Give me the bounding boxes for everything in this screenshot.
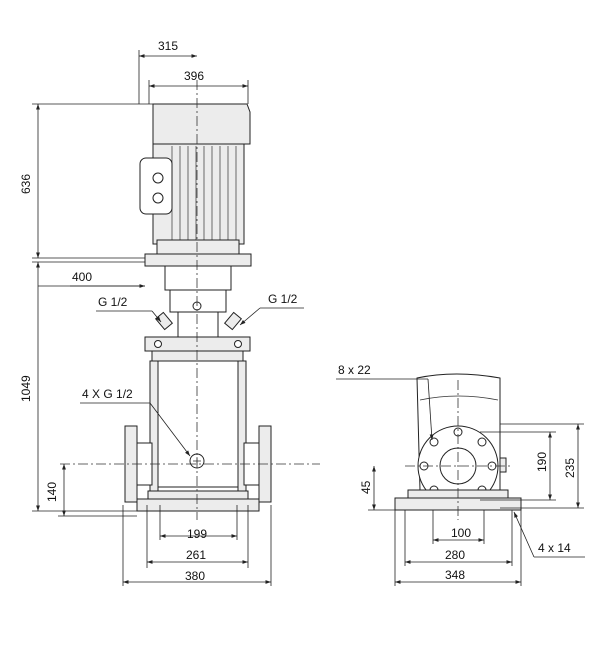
dim-190: 190 (535, 452, 549, 472)
callout-4x14: 4 x 14 (538, 541, 571, 555)
dim-100: 100 (451, 526, 471, 540)
dim-261: 261 (186, 548, 206, 562)
callout-g12-right: G 1/2 (268, 292, 298, 306)
callout-4xg12: 4 X G 1/2 (82, 387, 133, 401)
callout-g12-left: G 1/2 (98, 295, 128, 309)
dim-1049: 1049 (19, 375, 33, 402)
dim-280: 280 (445, 548, 465, 562)
dimensions-front: 315 396 636 400 1049 140 199 261 (19, 39, 272, 586)
dim-140: 140 (45, 482, 59, 502)
dim-636: 636 (19, 174, 33, 194)
front-view (124, 103, 272, 512)
dimensions-side: 45 100 280 348 190 235 (359, 423, 584, 586)
motor (139, 103, 252, 267)
side-view (394, 373, 522, 511)
dim-199: 199 (187, 527, 207, 541)
dim-396: 396 (184, 69, 204, 83)
dim-400: 400 (72, 270, 92, 284)
callouts-side: 8 x 22 4 x 14 (336, 363, 585, 558)
dim-315: 315 (158, 39, 178, 53)
callouts-front: G 1/2 G 1/2 4 X G 1/2 (80, 292, 304, 457)
base-front (136, 490, 260, 512)
callout-8x22: 8 x 22 (338, 363, 371, 377)
coupling (144, 265, 251, 362)
pump-body (149, 360, 247, 492)
dim-380: 380 (185, 569, 205, 583)
center-lines (60, 80, 512, 520)
dim-348: 348 (445, 568, 465, 582)
dim-235: 235 (563, 458, 577, 478)
dim-45: 45 (359, 480, 373, 494)
